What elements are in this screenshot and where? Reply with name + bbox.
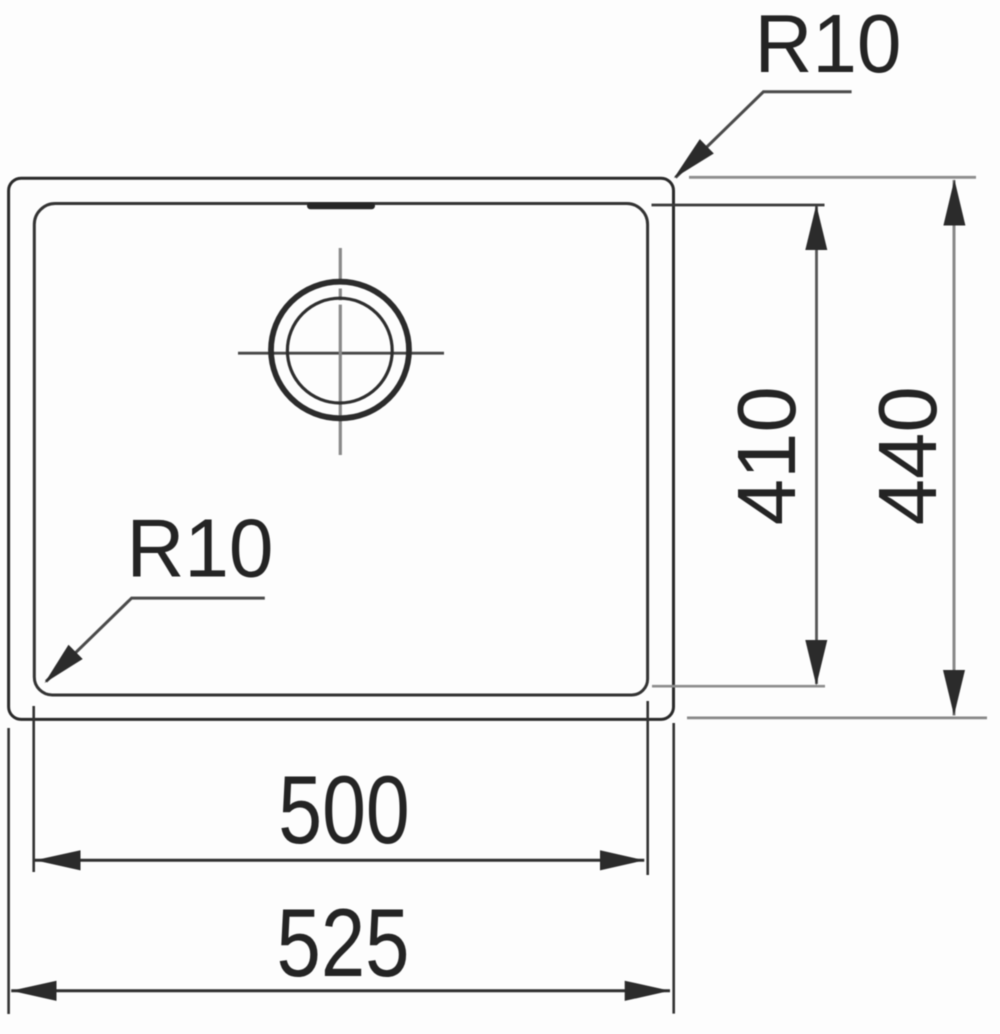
svg-text:525: 525 <box>277 889 410 997</box>
svg-text:440: 440 <box>861 386 954 525</box>
svg-text:R10: R10 <box>755 0 902 90</box>
svg-text:500: 500 <box>278 756 410 864</box>
svg-text:R10: R10 <box>127 502 274 595</box>
svg-text:410: 410 <box>720 386 813 525</box>
